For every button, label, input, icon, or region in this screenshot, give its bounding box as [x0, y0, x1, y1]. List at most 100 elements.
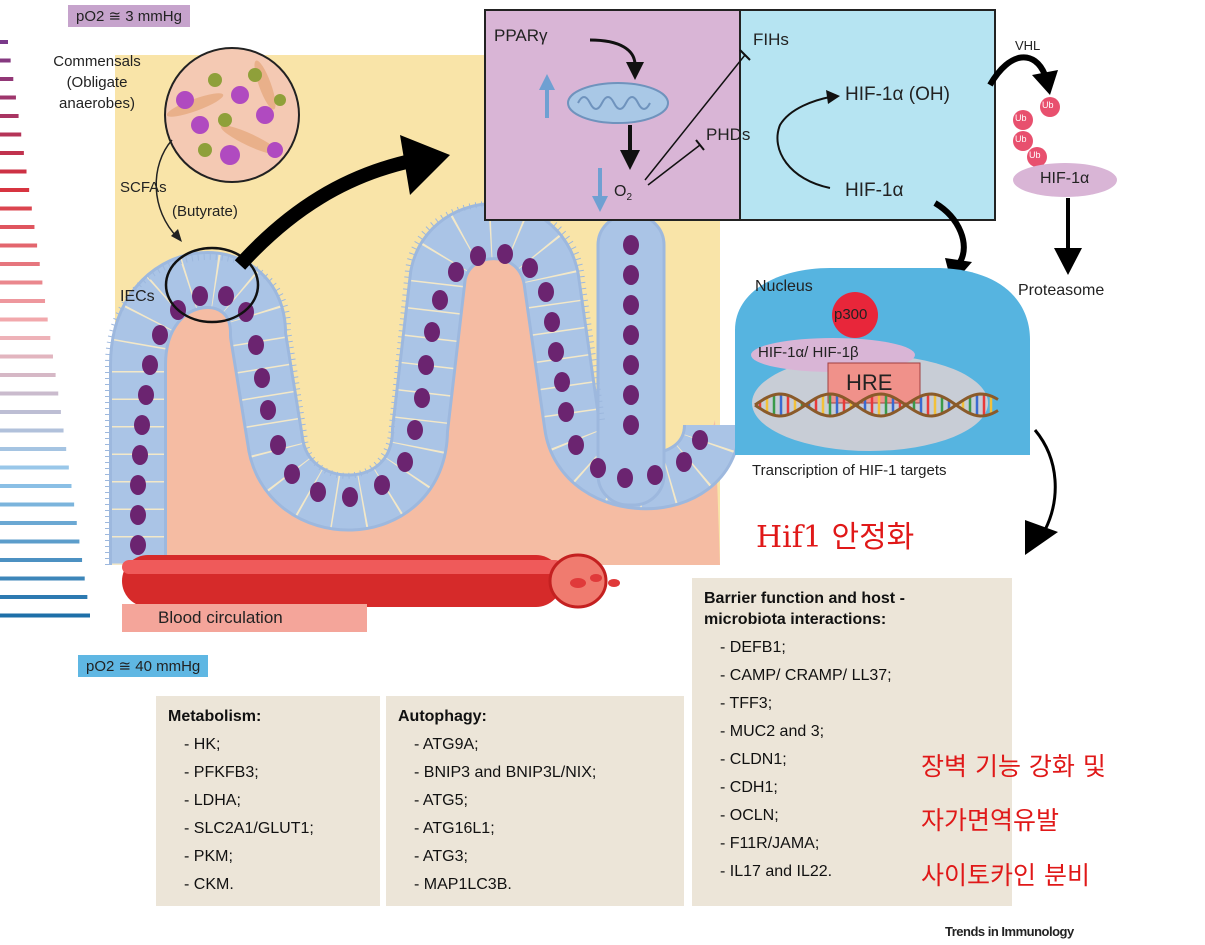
metabolism-list: - HK;- PFKFB3;- LDHA;- SLC2A1/GLUT1;- PK…: [168, 731, 370, 899]
hif-label: HIF-1α: [845, 180, 904, 201]
fihs-label: FIHs: [753, 30, 789, 49]
cell-nucleus: [623, 235, 639, 255]
cell-nucleus: [448, 262, 464, 282]
barrier-box: Barrier function and host -microbiota in…: [692, 578, 1012, 906]
ub-label-3: Ub: [1015, 134, 1027, 144]
cell-nucleus: [617, 468, 633, 488]
gradient-dash: [0, 280, 43, 285]
metabolism-title: Metabolism:: [168, 708, 262, 725]
cell-nucleus: [374, 475, 390, 495]
gradient-dash: [0, 77, 14, 81]
metabolism-box: Metabolism: - HK;- PFKFB3;- LDHA;- SLC2A…: [156, 696, 380, 906]
cell-nucleus: [218, 286, 234, 306]
scfa-arrow: [155, 139, 179, 239]
ubiquitin-4: [1027, 147, 1047, 167]
gradient-dash: [0, 354, 53, 359]
gradient-dash: [0, 114, 19, 118]
po2-low-label: pO2 ≅ 3 mmHg: [68, 5, 190, 27]
hre-label: HRE: [846, 370, 893, 395]
gradient-dash: [0, 169, 27, 174]
cell-nucleus: [397, 452, 413, 472]
barrier-title-line2: microbiota interactions:: [704, 611, 887, 628]
autophagy-item: - ATG16L1;: [414, 820, 495, 837]
cell-nucleus: [470, 246, 486, 266]
gradient-dash: [0, 465, 69, 470]
cell-nucleus: [407, 420, 423, 440]
cell-nucleus: [424, 322, 440, 342]
gradient-dash: [0, 299, 46, 303]
gradient-dash: [0, 243, 38, 248]
o2-label: O2: [614, 183, 632, 203]
bacteria: [166, 60, 286, 165]
barrier-item: - MUC2 and 3;: [720, 723, 825, 740]
ubiquitin-3: [1013, 131, 1033, 151]
po2-high-label: pO2 ≅ 40 mmHg: [78, 655, 209, 677]
ub-label-2: Ub: [1042, 100, 1054, 110]
cell-nucleus: [254, 368, 270, 388]
metabolism-item: - PFKFB3;: [184, 764, 259, 781]
ubiquitin-1: [1013, 110, 1033, 130]
journal-credit: Trends in Immunology: [945, 924, 1074, 939]
mitochondrion: [567, 82, 669, 124]
p300-circle: [832, 292, 878, 338]
cell-nucleus: [248, 335, 264, 355]
up-arrow-icon: [539, 74, 555, 90]
hif1-stabilization-annotation: Hif1 안정화: [756, 520, 915, 555]
cell-nucleus: [152, 325, 168, 345]
gradient-dash: [0, 151, 24, 155]
barrier-item: - F11R/JAMA;: [720, 835, 820, 852]
autophagy-item: - ATG3;: [414, 848, 468, 865]
oxygen-gradient-dashes: [0, 40, 90, 618]
metabolism-item: - CKM.: [184, 876, 234, 893]
gradient-dash: [0, 447, 67, 451]
vhl-label: VHL: [1015, 38, 1041, 53]
commensals-label: Commensals (Obligate anaerobes): [38, 51, 156, 114]
cell-nucleus: [590, 458, 606, 478]
gradient-dash: [0, 558, 83, 562]
gradient-dash: [0, 206, 32, 211]
gradient-dash: [0, 262, 40, 266]
cell-nucleus: [522, 258, 538, 278]
gradient-dash: [0, 40, 8, 44]
o2-subscript: 2: [626, 192, 633, 204]
ubiquitin-2: [1040, 97, 1060, 117]
cell-nucleus: [260, 400, 276, 420]
obligate-text: (Obligate: [66, 74, 128, 91]
barrier-item: - CAMP/ CRAMP/ LL37;: [720, 667, 892, 684]
cell-nucleus: [310, 482, 326, 502]
cell-nucleus: [676, 452, 692, 472]
cell-nucleus: [130, 475, 146, 495]
nucleus-label: Nucleus: [755, 278, 813, 295]
metabolism-item: - HK;: [184, 736, 221, 753]
phds-label: PHDs: [706, 125, 751, 144]
barrier-item: - TFF3;: [720, 695, 773, 712]
cell-nucleus: [558, 402, 574, 422]
blood-label-bg: [122, 604, 367, 632]
ub-label-1: Ub: [1015, 113, 1027, 123]
cell-nucleus: [432, 290, 448, 310]
cell-nucleus: [568, 435, 584, 455]
hif-degradation-ellipse: [1013, 163, 1117, 197]
proteasome-arrow-icon: [1054, 248, 1082, 275]
korean-annotation-line2: 자가면역유발: [921, 806, 1060, 835]
hif-oh-label: HIF-1α (OH): [845, 84, 950, 105]
blood-circulation-label: Blood circulation: [158, 608, 283, 627]
gradient-dash: [0, 484, 72, 488]
cell-nucleus: [284, 464, 300, 484]
gradient-dash: [0, 576, 85, 581]
cell-nucleus: [647, 465, 663, 485]
autophagy-item: - ATG5;: [414, 792, 468, 809]
cell-nucleus: [623, 295, 639, 315]
gradient-dash: [0, 613, 90, 618]
gradient-dash: [0, 595, 88, 599]
o2-inhibits-phd: [647, 144, 701, 186]
barrier-item: - CLDN1;: [720, 751, 787, 768]
autophagy-box: Autophagy: - ATG9A;- BNIP3 and BNIP3L/NI…: [386, 696, 684, 906]
scfas-label: SCFAs: [120, 179, 167, 196]
down-arrow-icon: [592, 196, 608, 212]
o2-inhibits-fih: [644, 54, 746, 181]
metabolism-item: - LDHA;: [184, 792, 241, 809]
hif-degraded-label: HIF-1α: [1040, 170, 1090, 187]
cell-nucleus: [623, 385, 639, 405]
